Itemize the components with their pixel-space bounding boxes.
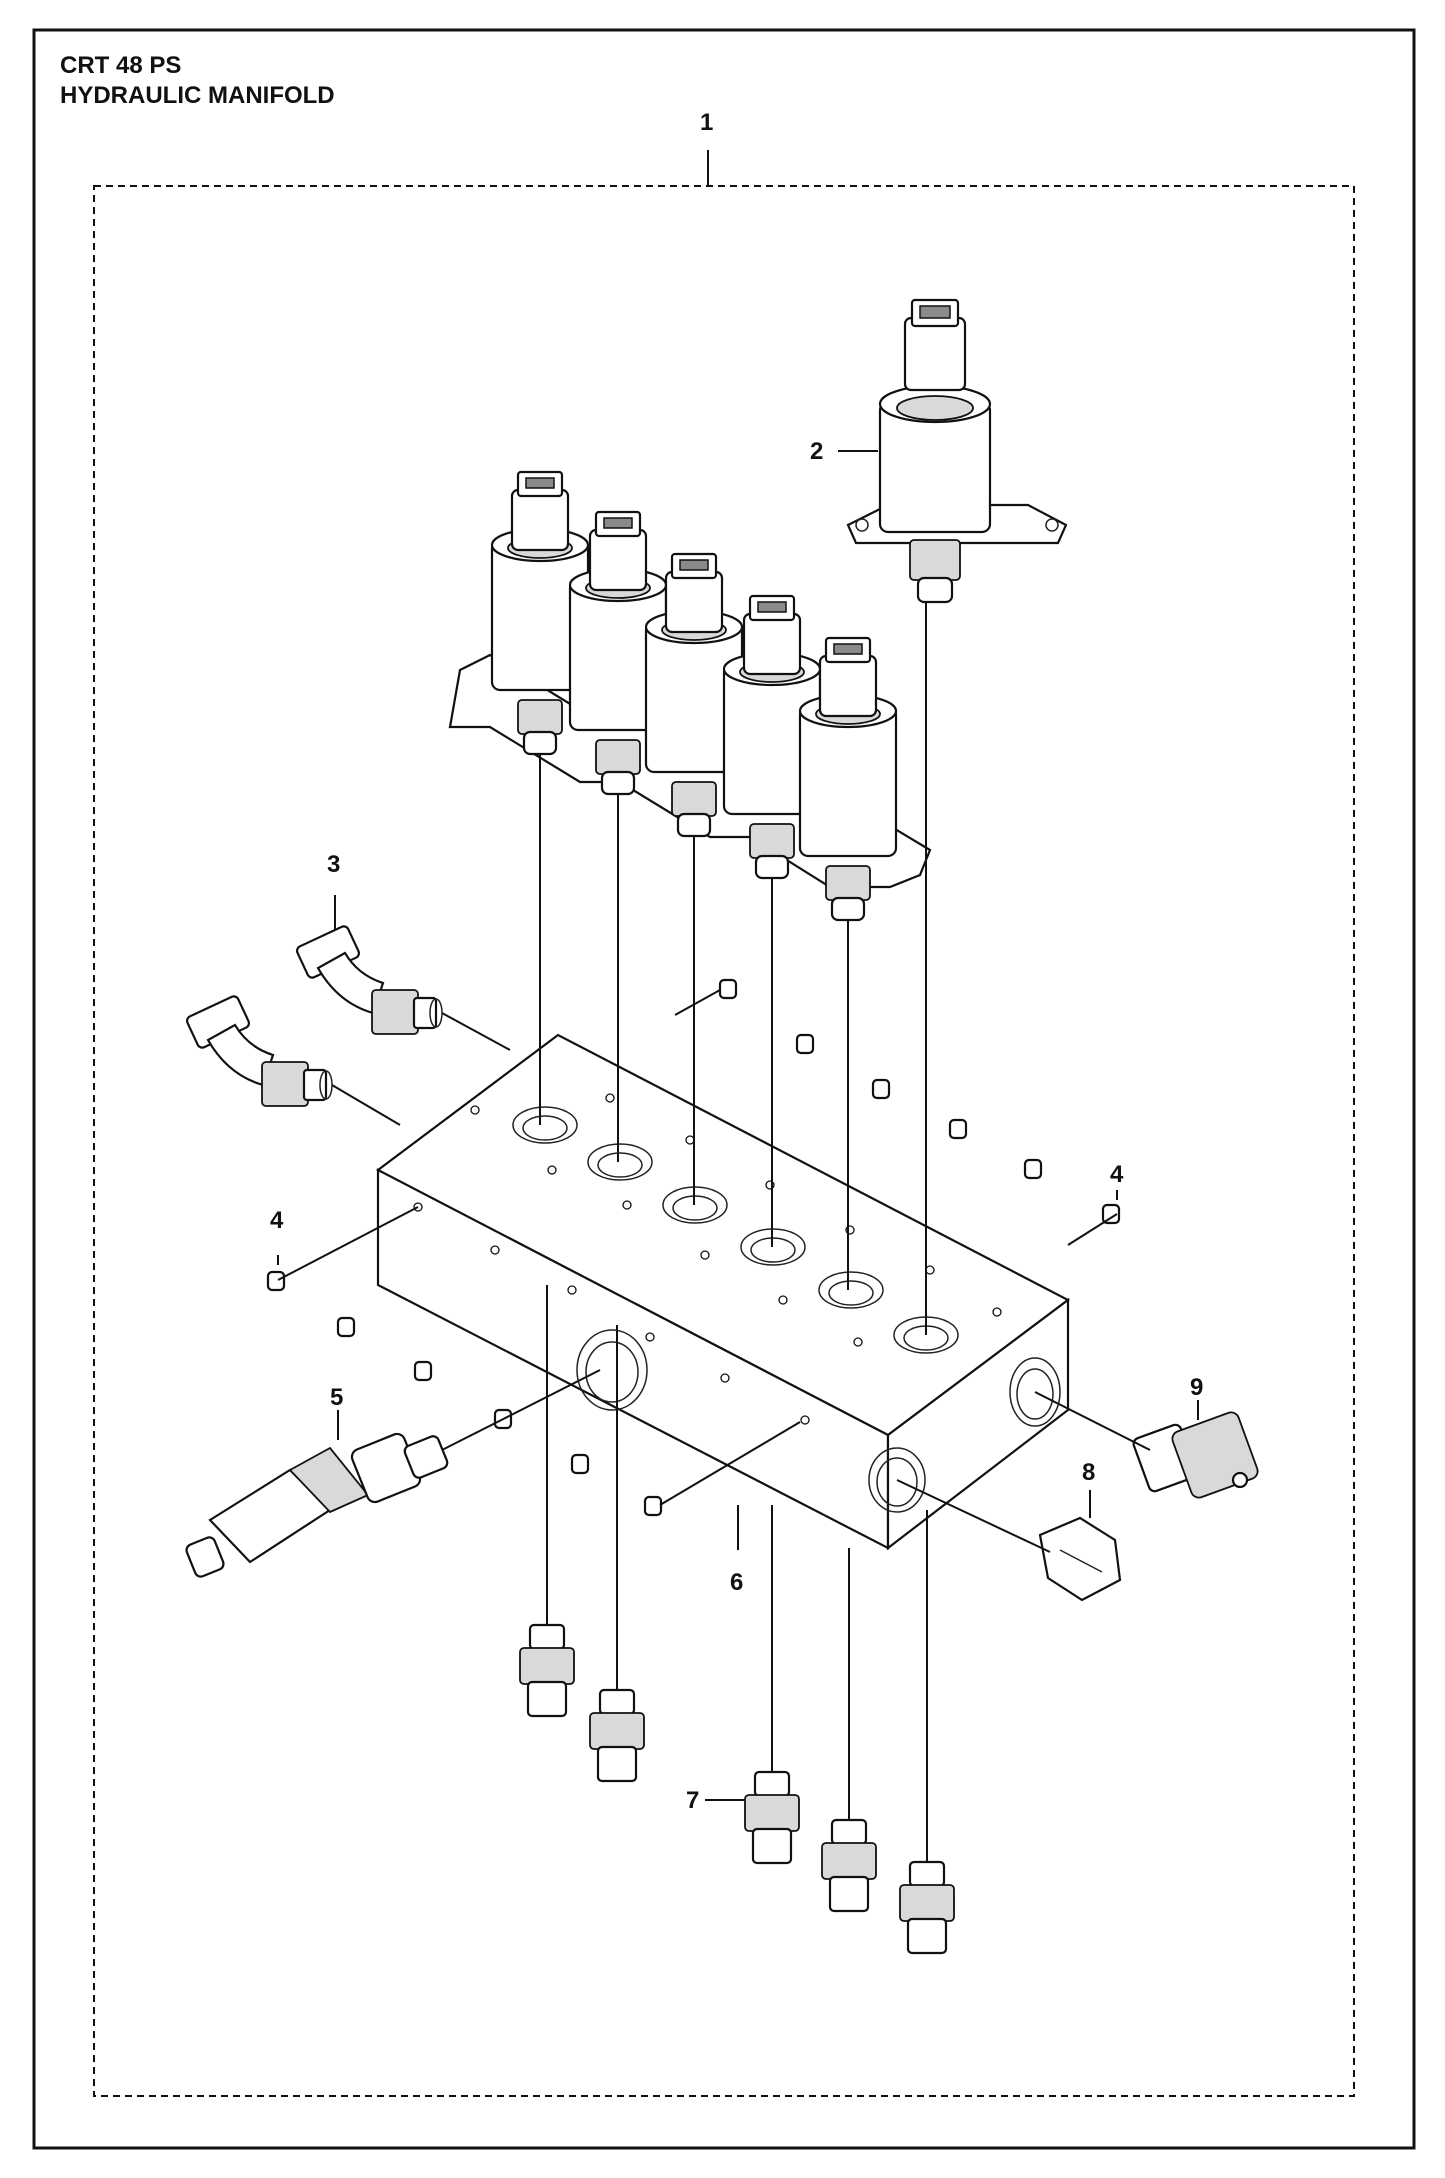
solenoid-valve-row: [448, 470, 932, 922]
sensor-9: [1132, 1411, 1259, 1499]
callout-3: 3: [327, 851, 340, 878]
callout-8: 8: [1082, 1459, 1095, 1486]
manifold-block: [375, 1033, 1071, 1551]
callout-2: 2: [810, 438, 823, 465]
solenoid-valve-2: [846, 298, 1068, 604]
outer-frame: [32, 28, 1416, 2150]
callout-4-right: 4: [1110, 1161, 1124, 1188]
callout-6: 6: [730, 1569, 743, 1596]
assembly-title: HYDRAULIC MANIFOLD: [60, 82, 335, 109]
callout-4-left: 4: [270, 1207, 284, 1234]
plug-8: [1038, 1516, 1122, 1602]
elbow-fitting-lower: [185, 995, 333, 1107]
callout-9: 9: [1190, 1374, 1203, 1401]
callout-5: 5: [330, 1384, 343, 1411]
straight-fittings: [519, 1623, 955, 1955]
model-title: CRT 48 PS: [60, 52, 182, 79]
callout-7: 7: [686, 1787, 699, 1814]
plugs-set: [266, 978, 1121, 1517]
elbow-fitting-upper: [295, 925, 443, 1035]
assembly-boundary: [93, 185, 1355, 2097]
callout-1: 1: [700, 109, 713, 136]
pressure-switch-5: [185, 1432, 449, 1578]
